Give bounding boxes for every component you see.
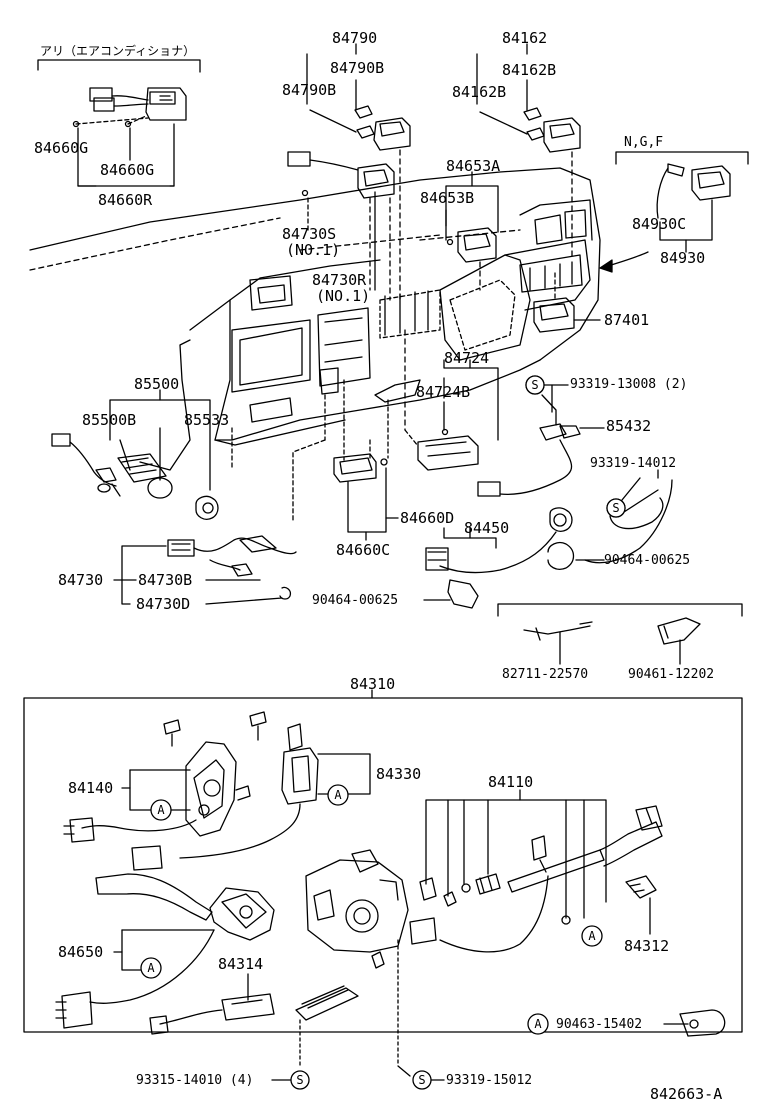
label-82711-22570: 82711-22570	[502, 667, 589, 682]
label-84790B-b: 84790B	[282, 81, 337, 99]
clamp-90463	[664, 1010, 725, 1036]
label-84730S: 84730S	[282, 225, 337, 243]
label-84724B: 84724B	[416, 383, 471, 401]
label-drawing-number: 842663-A	[650, 1085, 723, 1103]
label-85432: 85432	[606, 417, 652, 435]
switch-84653	[446, 172, 498, 290]
label-84450: 84450	[464, 519, 510, 537]
label-87401: 87401	[604, 311, 650, 329]
ac-switch-group	[38, 60, 200, 186]
label-84930: 84930	[660, 249, 706, 267]
label-no1-a: (NO.1)	[286, 241, 341, 259]
label-85500: 85500	[134, 375, 180, 393]
marker-s-93319-14012: S	[612, 501, 619, 515]
harness-84730	[114, 536, 296, 604]
marker-a-84140: A	[157, 803, 165, 817]
label-84650: 84650	[58, 943, 104, 961]
label-84930C: 84930C	[632, 215, 687, 233]
switch-84790	[307, 44, 410, 300]
switch-84930-group	[600, 152, 748, 272]
accessory-group	[498, 604, 742, 664]
switch-84650	[56, 874, 274, 1028]
label-84330: 84330	[376, 765, 422, 783]
label-84162B-b: 84162B	[452, 83, 507, 101]
label-84790: 84790	[332, 29, 378, 47]
label-ac-note: アリ（エアコンディショナ）	[40, 44, 196, 58]
switch-84110	[410, 790, 662, 952]
label-93319-14012: 93319-14012	[590, 456, 677, 471]
label-84730D: 84730D	[136, 595, 191, 613]
marker-a-84650: A	[147, 961, 155, 975]
marker-a-90463: A	[534, 1017, 542, 1031]
label-84314: 84314	[218, 955, 264, 973]
label-85500B: 85500B	[82, 411, 137, 429]
label-no1-b: (NO.1)	[316, 287, 371, 305]
switch-84140	[64, 720, 250, 842]
switch-84162	[477, 44, 580, 258]
label-90464-00625-b: 90464-00625	[312, 593, 399, 608]
label-84660D: 84660D	[400, 509, 455, 527]
label-93319-13008: 93319-13008 (2)	[570, 377, 688, 392]
label-84140: 84140	[68, 779, 114, 797]
label-90461-12202: 90461-12202	[628, 667, 715, 682]
combination-switch-body	[272, 850, 444, 1080]
label-85533: 85533	[184, 411, 230, 429]
lighter-85500	[52, 380, 344, 520]
label-84162B-a: 84162B	[502, 61, 557, 79]
label-93319-15012: 93319-15012	[446, 1073, 533, 1088]
label-84660C: 84660C	[336, 541, 391, 559]
circle-markers	[141, 376, 625, 1089]
marker-s-93315-14010: S	[296, 1073, 303, 1087]
marker-a-84330: A	[334, 788, 342, 802]
dashboard-outline	[30, 168, 600, 470]
label-84162: 84162	[502, 29, 548, 47]
label-84310: 84310	[350, 675, 396, 693]
switch-84730S	[288, 152, 394, 300]
label-84790B-a: 84790B	[330, 59, 385, 77]
label-84110: 84110	[488, 773, 534, 791]
label-84730: 84730	[58, 571, 104, 589]
label-84660G-b: 84660G	[100, 161, 155, 179]
label-84730R: 84730R	[312, 271, 367, 289]
label-90463-15402: 90463-15402	[556, 1017, 643, 1032]
connector-84314	[150, 974, 274, 1034]
label-84730B: 84730B	[138, 571, 193, 589]
label-84653B: 84653B	[420, 189, 475, 207]
label-84653A: 84653A	[446, 157, 501, 175]
label-ngf: N,G,F	[624, 135, 664, 150]
switch-84724	[405, 330, 498, 470]
switch-84660C	[334, 400, 398, 540]
label-84312: 84312	[624, 937, 670, 955]
label-84660G-a: 84660G	[34, 139, 89, 157]
label-90464-00625-a: 90464-00625	[604, 553, 691, 568]
combination-switch-frame	[24, 698, 742, 1032]
marker-s-93319-13008: S	[531, 378, 538, 392]
label-84660R: 84660R	[98, 191, 153, 209]
label-84724: 84724	[444, 349, 490, 367]
marker-s-93319-15012: S	[418, 1073, 425, 1087]
switch-87401	[534, 270, 600, 332]
harness-84450	[424, 376, 672, 608]
marker-a-84110: A	[588, 929, 596, 943]
label-93315-14010: 93315-14010 (4)	[136, 1073, 254, 1088]
